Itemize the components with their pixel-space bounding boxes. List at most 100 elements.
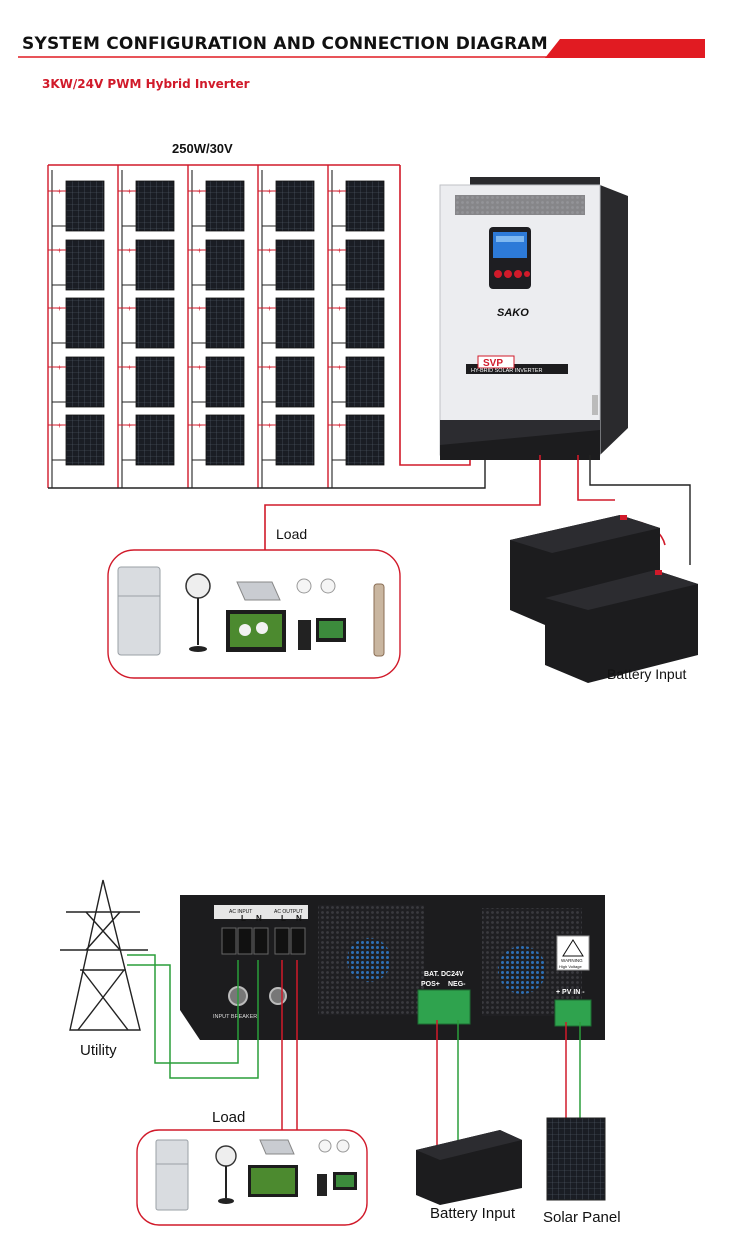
battery-bank (510, 515, 698, 683)
solar-panel (345, 239, 385, 291)
panel-plus-sign: + (337, 363, 342, 372)
panel-plus-sign: + (127, 304, 132, 313)
bottom-battery-icon (416, 1130, 522, 1205)
utility-label: Utility (80, 1042, 117, 1059)
inverter-bottom-panel (180, 895, 605, 1040)
panel-plus-sign: + (197, 246, 202, 255)
panel-minus-sign: - (58, 280, 61, 289)
solar-panel (135, 180, 175, 232)
panel-minus-sign: - (58, 221, 61, 230)
pump-icon (373, 583, 385, 657)
ac-output-l-text: L (281, 914, 286, 923)
panel-minus-sign: - (338, 338, 341, 347)
panel-minus-sign: - (128, 397, 131, 406)
panel-minus-sign: - (58, 397, 61, 406)
panel-plus-sign: + (127, 363, 132, 372)
hybrid-inverter (439, 177, 628, 460)
bottom-laptop-icon (259, 1139, 295, 1155)
bottom-battery-label: Battery Input (430, 1205, 516, 1222)
panel-plus-sign: + (127, 187, 132, 196)
high-voltage-text: High Voltage (559, 964, 582, 969)
solar-panel (205, 356, 245, 408)
solar-panel (345, 414, 385, 466)
input-breaker-text: INPUT BREAKER (213, 1014, 257, 1020)
battery-negative-wire (589, 455, 691, 565)
solar-panel (275, 239, 315, 291)
panel-plus-sign: + (197, 304, 202, 313)
bottom-load-label: Load (212, 1109, 245, 1126)
panel-plus-sign: + (57, 246, 62, 255)
panel-minus-sign: - (128, 280, 131, 289)
ac-input-text: AC INPUT (229, 909, 252, 915)
solar-panel (205, 180, 245, 232)
bottom-bulb-icon (318, 1139, 332, 1153)
solar-panel (65, 297, 105, 349)
bottom-solar-panel-icon (546, 1117, 606, 1201)
panel-plus-sign: + (197, 187, 202, 196)
inverter-caption-text: HY-BRID SOLAR INVERTER (471, 368, 543, 374)
panel-plus-sign: + (197, 421, 202, 430)
panel-minus-sign: - (128, 455, 131, 464)
laptop-icon (236, 581, 281, 601)
panel-minus-sign: - (58, 338, 61, 347)
panel-minus-sign: - (268, 338, 271, 347)
panel-plus-sign: + (127, 421, 132, 430)
solar-panel (345, 180, 385, 232)
solar-panel (205, 414, 245, 466)
solar-panel (135, 297, 175, 349)
solar-panel (275, 180, 315, 232)
panel-minus-sign: - (338, 455, 341, 464)
pv-negative-wire (48, 455, 486, 489)
panel-plus-sign: + (267, 187, 272, 196)
page-title: SYSTEM CONFIGURATION AND CONNECTION DIAG… (22, 34, 548, 54)
warning-text: WARNING (561, 958, 583, 963)
ac-input-l-text: L (241, 914, 246, 923)
panel-plus-sign: + (337, 246, 342, 255)
solar-panel (65, 239, 105, 291)
solar-panel (275, 297, 315, 349)
solar-panel (65, 414, 105, 466)
panel-plus-sign: + (57, 187, 62, 196)
solar-panel-array: + - + - + - + - + - + - + - + - + - + - + - + - + - + - + - + - + - + - + - + -… (47, 164, 400, 488)
panel-plus-sign: + (267, 246, 272, 255)
top-load-label: Load (276, 526, 307, 542)
panel-minus-sign: - (198, 280, 201, 289)
panel-plus-sign: + (337, 421, 342, 430)
pv-in-text: + PV IN - (556, 989, 585, 996)
top-battery-label: Battery Input (607, 666, 686, 682)
header-banner (18, 39, 705, 58)
panel-minus-sign: - (198, 455, 201, 464)
panel-minus-sign: - (198, 338, 201, 347)
panel-rating-label: 250W/30V (172, 141, 233, 156)
bottom-load-appliances (155, 1139, 357, 1211)
ac-output-text: AC OUTPUT (274, 909, 303, 915)
load-wire (264, 455, 541, 550)
panel-minus-sign: - (198, 397, 201, 406)
panel-minus-sign: - (128, 221, 131, 230)
solar-panel (345, 297, 385, 349)
panel-plus-sign: + (267, 304, 272, 313)
solar-panel-label: Solar Panel (543, 1209, 621, 1226)
panel-plus-sign: + (337, 304, 342, 313)
bat-pos-text: POS+ (421, 981, 440, 988)
panel-plus-sign: + (197, 363, 202, 372)
solar-panel (135, 414, 175, 466)
panel-plus-sign: + (127, 246, 132, 255)
panel-plus-sign: + (337, 187, 342, 196)
panel-minus-sign: - (198, 221, 201, 230)
panel-plus-sign: + (57, 421, 62, 430)
panel-plus-sign: + (267, 363, 272, 372)
solar-panel (135, 239, 175, 291)
panel-plus-sign: + (57, 304, 62, 313)
panel-plus-sign: + (267, 421, 272, 430)
utility-wire-l (127, 954, 239, 1064)
solar-panel (275, 356, 315, 408)
load-appliances (117, 566, 385, 657)
solar-panel (65, 356, 105, 408)
utility-tower-icon (60, 879, 148, 1031)
panel-minus-sign: - (268, 455, 271, 464)
panel-minus-sign: - (338, 221, 341, 230)
panel-minus-sign: - (58, 455, 61, 464)
panel-minus-sign: - (338, 397, 341, 406)
